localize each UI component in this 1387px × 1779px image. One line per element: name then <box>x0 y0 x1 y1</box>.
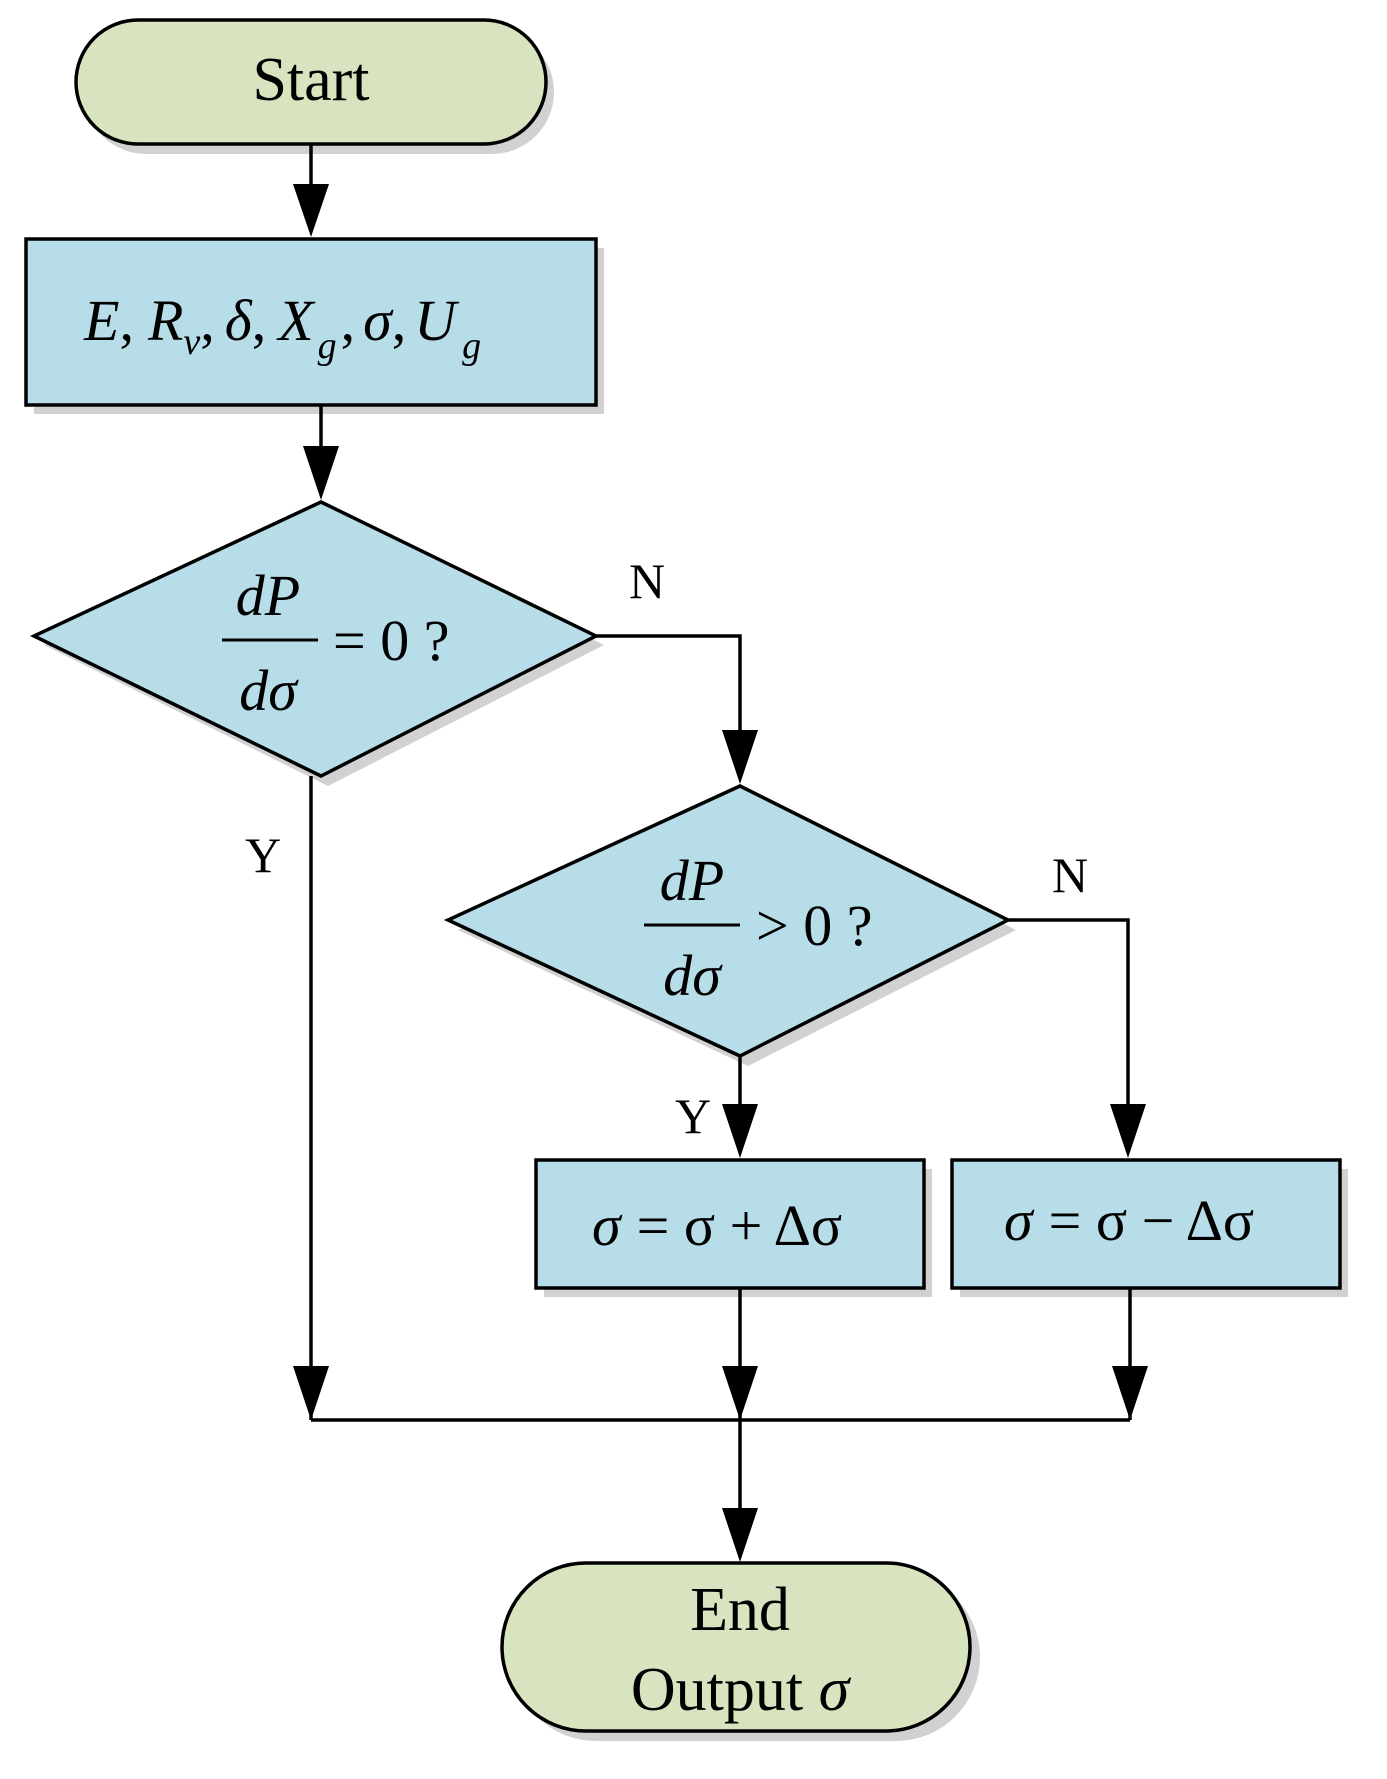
edge-merge-to-end <box>722 1420 758 1562</box>
increase-sigma-formula: σ= σ + Δσ <box>592 1193 842 1258</box>
decrease-sigma-box: σ= σ − Δσ <box>950 1158 1348 1297</box>
edge-decision2-no: N <box>1008 847 1146 1158</box>
output-sigma-label: Output σ <box>631 1656 852 1724</box>
decision1-condition: = 0 ? <box>333 608 449 673</box>
decrease-sigma-formula: σ= σ − Δσ <box>1004 1188 1254 1253</box>
end-label: End <box>690 1576 790 1644</box>
arrowhead <box>1112 1366 1148 1420</box>
decision2-numerator: dP <box>660 848 724 913</box>
start-label: Start <box>252 46 369 114</box>
end-terminal: End Output σ <box>500 1561 980 1741</box>
edge-increase-to-merge <box>722 1288 758 1420</box>
decision2-condition: > 0 ? <box>756 893 872 958</box>
decision2-yes-label: Y <box>675 1088 711 1144</box>
edge-decrease-to-merge <box>1112 1288 1148 1420</box>
edge-decision2-yes: Y <box>675 1056 758 1158</box>
decision2-denominator: dσ <box>663 943 723 1008</box>
arrowhead <box>293 1366 329 1420</box>
arrowhead <box>1110 1104 1146 1158</box>
decision1-numerator: dP <box>236 563 300 628</box>
arrowhead <box>722 1508 758 1562</box>
decision1-yes-label: Y <box>245 827 281 883</box>
arrowhead <box>722 730 758 784</box>
decision1-no-label: N <box>629 553 665 609</box>
edge-input-to-decision1 <box>303 405 339 500</box>
arrowhead <box>722 1104 758 1158</box>
decision-derivative-zero: dP dσ = 0 ? <box>29 500 604 786</box>
edge-decision1-no: N <box>596 553 758 784</box>
arrowhead <box>303 446 339 500</box>
decision1-denominator: dσ <box>239 658 299 723</box>
increase-sigma-box: σ= σ + Δσ <box>534 1158 932 1297</box>
decision-derivative-positive: dP dσ > 0 ? <box>443 784 1016 1066</box>
edge-start-to-input <box>293 144 329 237</box>
edge-decision1-yes: Y <box>245 776 329 1420</box>
arrowhead <box>293 184 329 237</box>
decision2-no-label: N <box>1052 847 1088 903</box>
start-terminal: Start <box>74 18 554 154</box>
arrowhead <box>722 1366 758 1420</box>
